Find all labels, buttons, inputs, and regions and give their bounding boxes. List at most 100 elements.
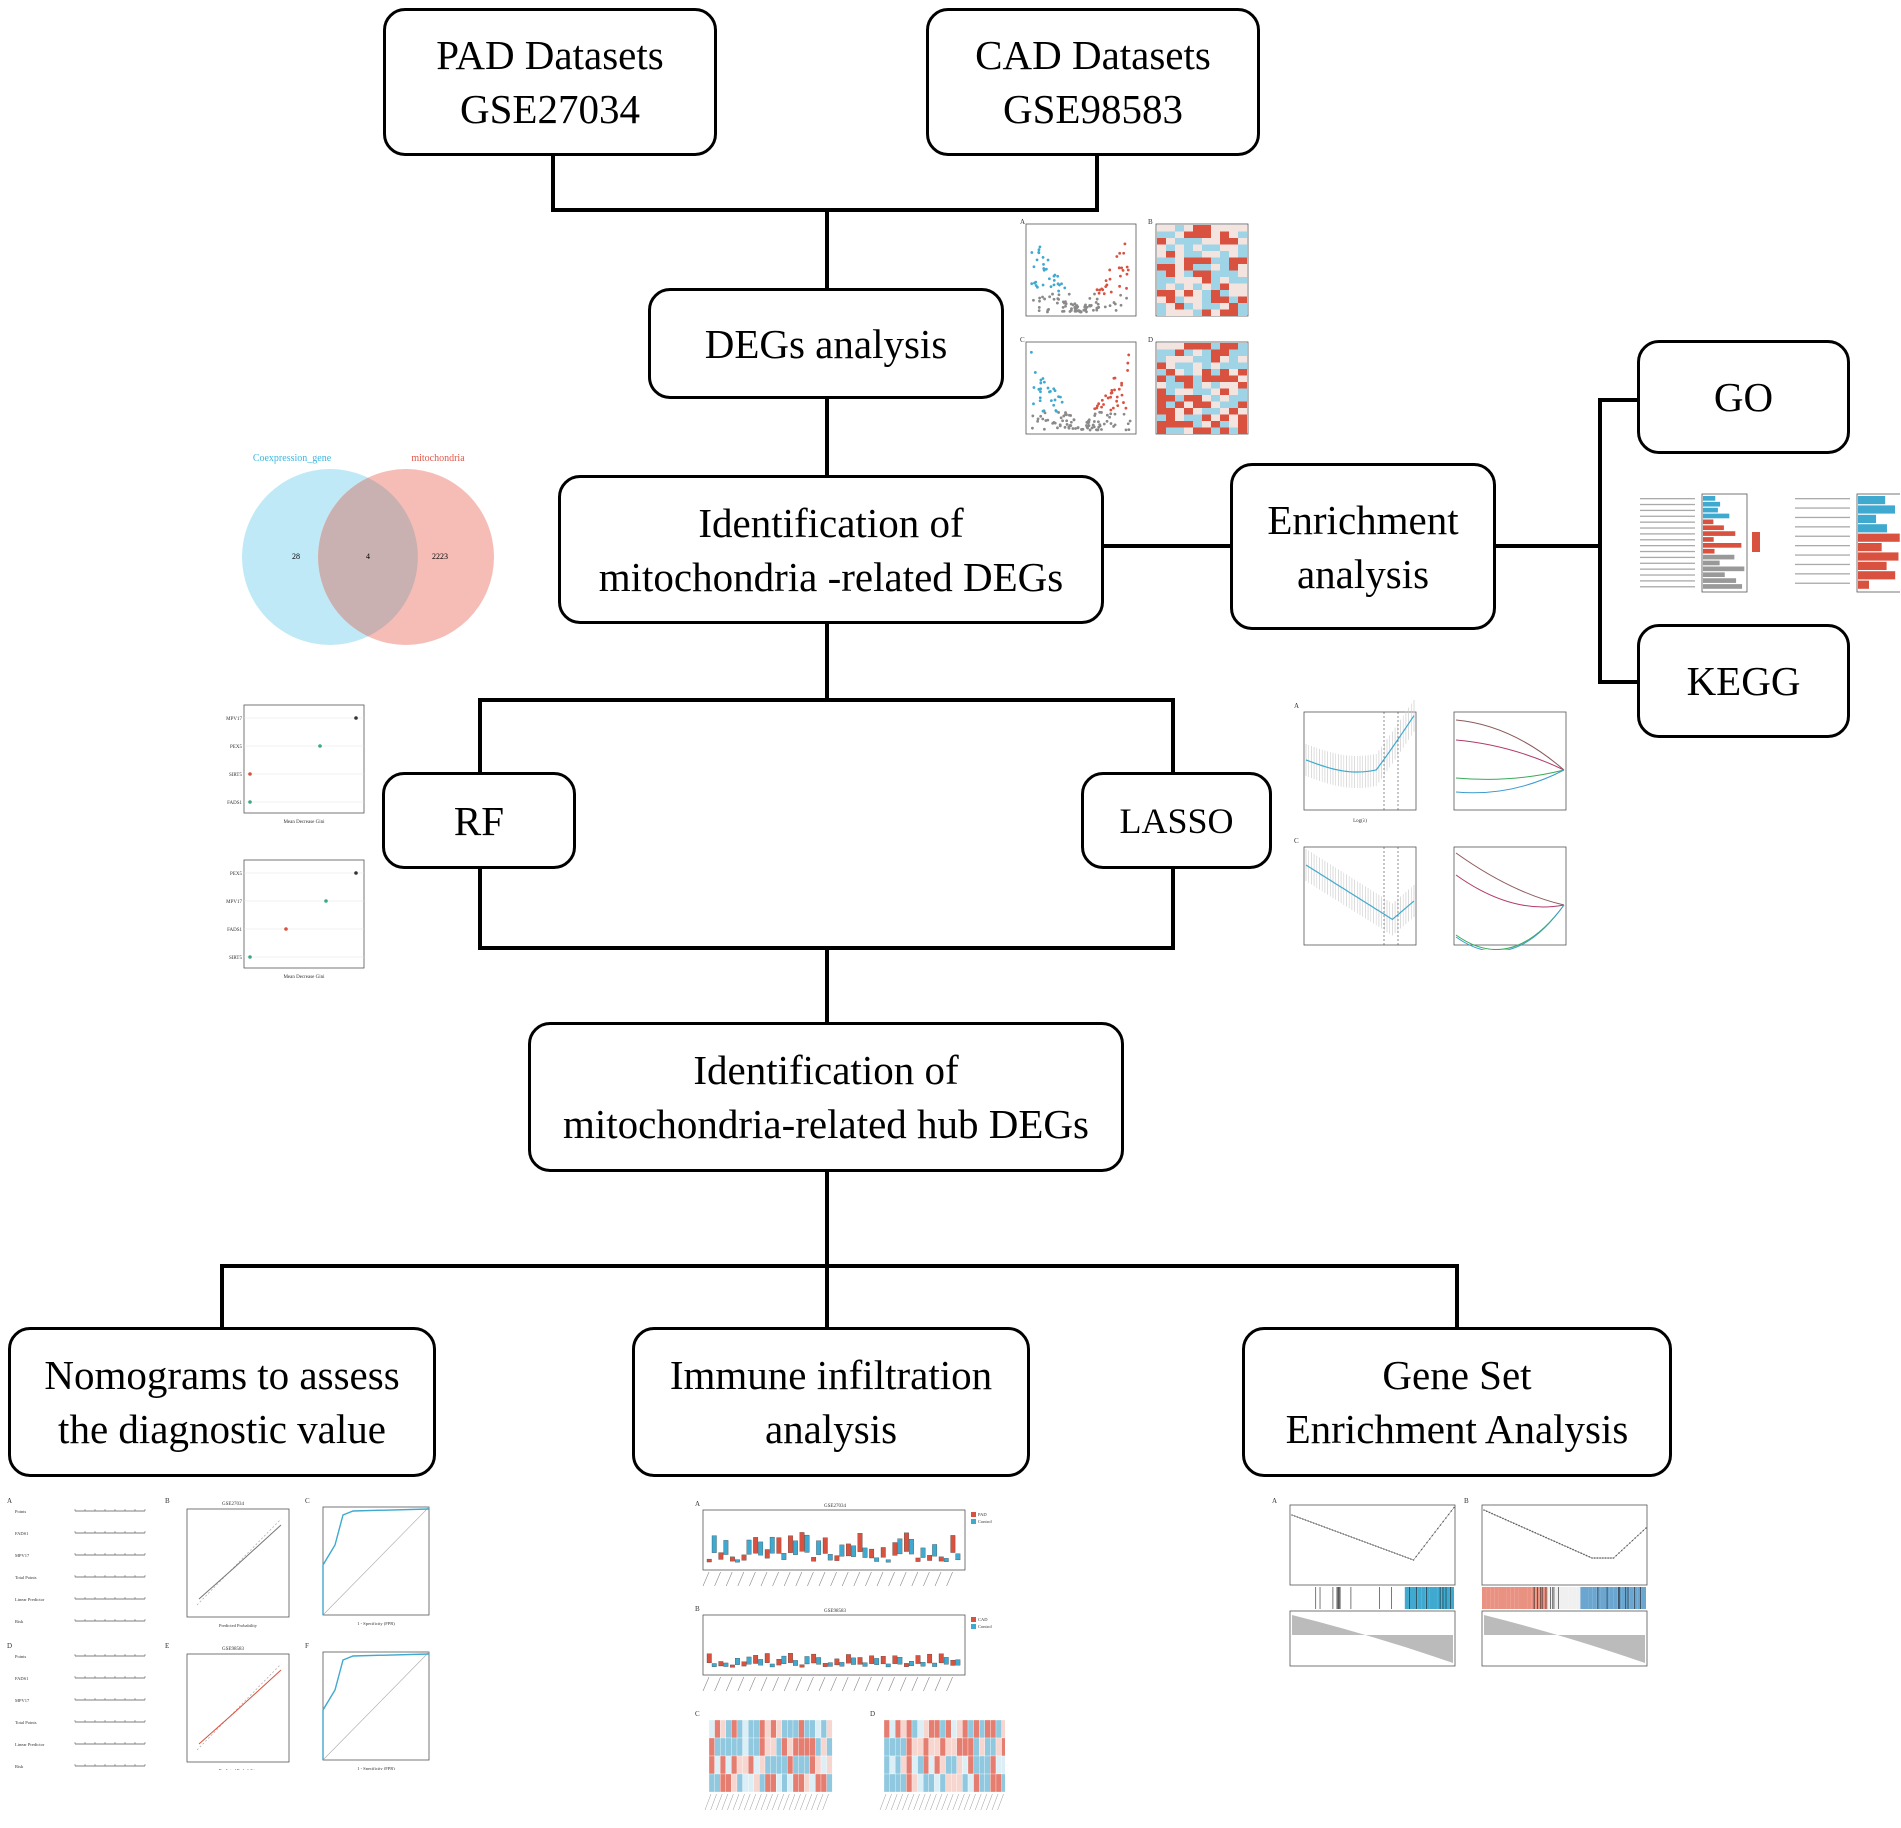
volcano-point xyxy=(1128,419,1132,423)
volcano-point xyxy=(1115,395,1119,399)
heatmap-cell xyxy=(1202,369,1211,376)
volcano-point xyxy=(1104,285,1108,289)
correlation-axis-label xyxy=(760,1793,768,1811)
correlation-cell xyxy=(951,1755,957,1775)
correlation-cell xyxy=(792,1773,799,1793)
heatmap-cell xyxy=(1211,388,1220,395)
heatmap-cell xyxy=(1211,349,1220,356)
correlation-axis-label xyxy=(799,1793,807,1811)
lasso-coef-frame xyxy=(1453,711,1567,811)
immune-box-case xyxy=(880,1656,886,1665)
correlation-cell xyxy=(725,1719,732,1739)
volcano-point xyxy=(1121,268,1125,272)
correlation-cell xyxy=(995,1773,1002,1793)
volcano-point xyxy=(1108,268,1112,272)
volcano-point xyxy=(1125,286,1128,290)
volcano-point xyxy=(1125,265,1129,269)
enrich-legend xyxy=(1752,532,1760,552)
correlation-cell xyxy=(928,1755,935,1775)
immune-box-control xyxy=(932,1662,938,1667)
heatmap-cell xyxy=(1184,408,1193,415)
heatmap-cell xyxy=(1166,257,1175,264)
heatmap-cell xyxy=(1229,225,1238,232)
heatmap-cell xyxy=(1175,277,1184,284)
heatmap-cell xyxy=(1166,225,1175,232)
immune-legend-label: Control xyxy=(978,1624,993,1629)
correlation-cell xyxy=(753,1755,760,1775)
rf-importance-point xyxy=(248,955,252,959)
correlation-cell xyxy=(720,1755,726,1775)
correlation-cell xyxy=(990,1773,997,1793)
gsea-rank-metric xyxy=(1484,1615,1645,1663)
immune-axis-label xyxy=(737,1571,745,1587)
immune-box-control xyxy=(816,1657,822,1665)
volcano-point xyxy=(1042,268,1046,272)
correlation-cell xyxy=(917,1773,924,1793)
correlation-cell xyxy=(984,1773,991,1793)
correlation-cell xyxy=(923,1773,929,1793)
correlation-axis-label xyxy=(946,1793,954,1811)
heatmap-cell xyxy=(1238,270,1247,277)
heatmap-cell xyxy=(1193,369,1202,376)
correlation-cell xyxy=(973,1719,980,1739)
volcano-point xyxy=(1083,308,1087,312)
correlation-cell xyxy=(895,1755,901,1775)
correlation-cell xyxy=(923,1737,929,1757)
heatmap-cell xyxy=(1175,382,1184,389)
heatmap-cell xyxy=(1202,309,1211,316)
volcano-point xyxy=(1057,297,1061,301)
volcano-point xyxy=(1095,297,1099,301)
heatmap-cell xyxy=(1193,238,1202,245)
volcano-point xyxy=(1091,423,1095,427)
immune-axis-label xyxy=(830,1571,837,1587)
heatmap-cell xyxy=(1166,401,1175,408)
gsea-panel-label: A xyxy=(1272,1497,1277,1505)
volcano-point xyxy=(1062,301,1066,305)
nomo-row-label: FADS1 xyxy=(15,1676,28,1681)
enrichment-thumbnails xyxy=(1632,492,1901,598)
heatmap-cell xyxy=(1211,238,1220,245)
immune-box-control xyxy=(758,1541,764,1556)
immune-box-control xyxy=(839,1662,845,1667)
correlation-cell xyxy=(906,1719,913,1739)
immune-box-case xyxy=(892,1542,898,1556)
immune-legend-label: PAD xyxy=(978,1512,987,1517)
volcano-point xyxy=(1085,305,1089,309)
volcano-point xyxy=(1039,378,1043,382)
immune-box-case xyxy=(788,1653,793,1663)
correlation-cell xyxy=(753,1719,760,1739)
volcano-point xyxy=(1041,283,1045,287)
rf-importance-point xyxy=(284,927,288,931)
enrich-term-label xyxy=(1795,573,1850,575)
volcano-point xyxy=(1056,301,1059,305)
volcano-point xyxy=(1070,307,1073,311)
gsea-rank-band xyxy=(1445,1587,1450,1609)
immune-axis-label xyxy=(841,1571,849,1587)
volcano-point xyxy=(1052,278,1056,282)
immune-box-control xyxy=(909,1661,914,1667)
heatmap-cell xyxy=(1157,382,1166,389)
correlation-cell xyxy=(776,1773,782,1793)
heatmap-cell xyxy=(1166,244,1175,251)
volcano-point xyxy=(1051,292,1054,296)
heatmap-cell xyxy=(1220,283,1229,290)
lasso-cv-curve xyxy=(1305,715,1415,773)
connector-rf-lasso-merge xyxy=(478,869,1175,950)
correlation-cell xyxy=(820,1737,827,1757)
correlation-cell xyxy=(906,1755,913,1775)
heatmap-cell xyxy=(1238,414,1247,421)
volcano-point xyxy=(1034,284,1038,287)
volcano-point xyxy=(1032,386,1036,389)
correlation-axis-label xyxy=(902,1793,909,1811)
heatmap-cell xyxy=(1184,375,1193,382)
heatmap-cell xyxy=(1238,251,1247,258)
volcano-point xyxy=(1063,286,1067,290)
heatmap-cell xyxy=(1211,257,1220,264)
heatmap-cell xyxy=(1211,231,1220,238)
heatmap-cell xyxy=(1238,401,1247,408)
heatmap-cell xyxy=(1184,283,1193,290)
volcano-point xyxy=(1041,417,1045,421)
volcano-point xyxy=(1061,419,1064,423)
immune-axis-label xyxy=(911,1571,919,1587)
